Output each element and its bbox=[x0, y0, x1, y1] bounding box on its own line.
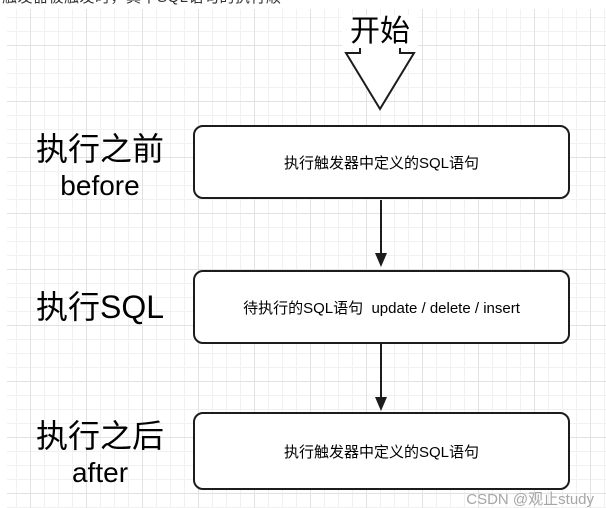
side-label-after-en: after bbox=[71, 457, 129, 488]
flow-box-after-trigger-text: 执行触发器中定义的SQL语句 bbox=[283, 443, 480, 461]
side-label-before: 执行之前 before bbox=[25, 131, 175, 203]
side-label-after: 执行之后 after bbox=[25, 418, 175, 490]
down-arrow-icon bbox=[375, 200, 387, 267]
flow-box-before-trigger-text: 执行触发器中定义的SQL语句 bbox=[283, 154, 480, 172]
start-label: 开始 bbox=[342, 15, 418, 48]
flow-box-sql-statement: 待执行的SQL语句 update / delete / insert bbox=[193, 270, 570, 344]
side-label-before-en: before bbox=[60, 170, 140, 201]
side-label-execute-sql: 执行SQL bbox=[25, 289, 175, 326]
clipped-caption-text: 触发器被触发时，其中SQL语句的执行顺序如下图： bbox=[2, 0, 282, 8]
flow-box-after-trigger: 执行触发器中定义的SQL语句 bbox=[193, 412, 570, 490]
side-label-before-cn: 执行之前 bbox=[35, 131, 164, 167]
side-label-after-cn: 执行之后 bbox=[35, 418, 164, 454]
clipped-caption: 触发器被触发时，其中SQL语句的执行顺序如下图： bbox=[2, 0, 282, 8]
flow-box-before-trigger: 执行触发器中定义的SQL语句 bbox=[193, 125, 570, 199]
side-label-execute-sql-cn: 执行SQL bbox=[35, 289, 165, 325]
flow-box-sql-statement-text: 待执行的SQL语句 update / delete / insert bbox=[243, 299, 520, 317]
down-arrow-icon bbox=[375, 344, 387, 411]
watermark: CSDN @观止study bbox=[466, 491, 594, 508]
